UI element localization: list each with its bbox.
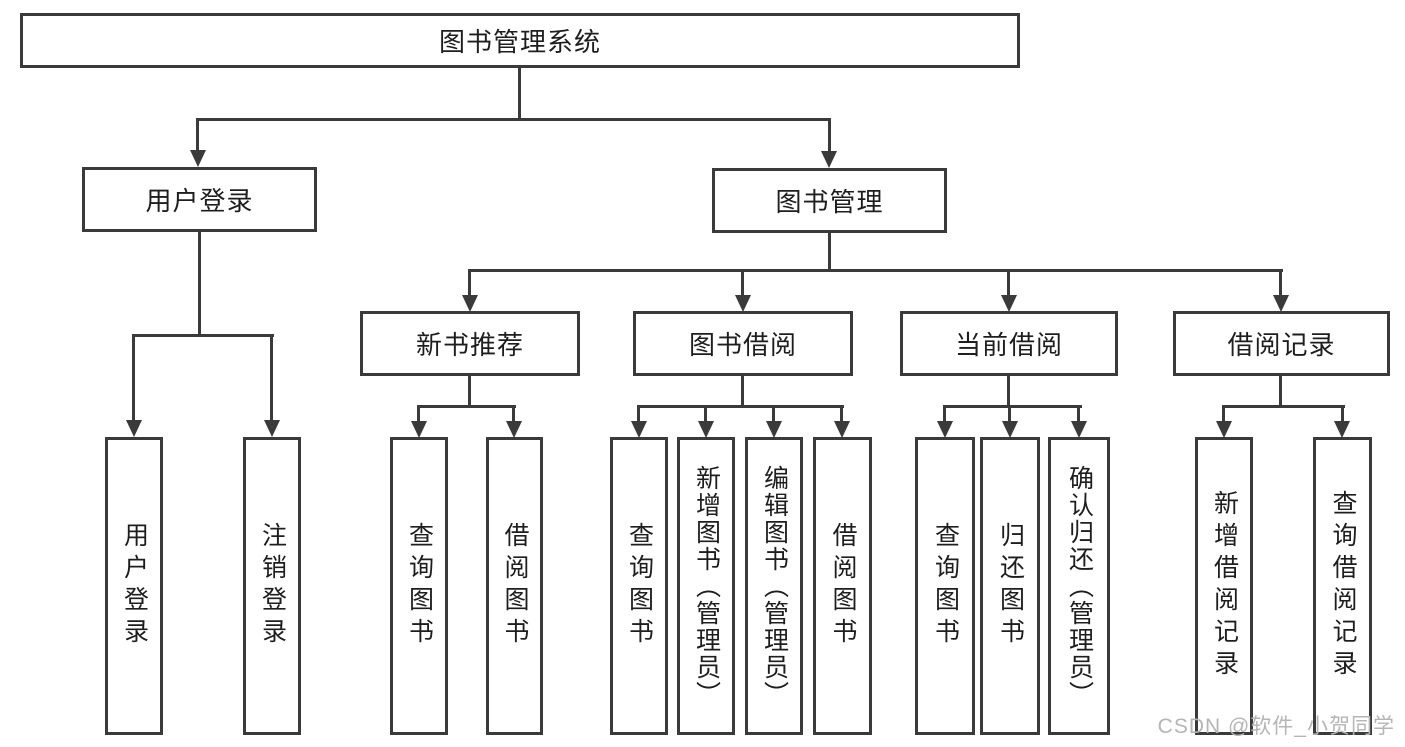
leaf-nb-borrow-book: 借阅图书 xyxy=(486,437,543,735)
node-new-book-recommend: 新书推荐 xyxy=(360,311,580,376)
connector-line xyxy=(1008,405,1011,423)
node-current-borrow: 当前借阅 xyxy=(900,311,1118,376)
leaf-label: 注销登录 xyxy=(258,522,287,650)
arrow-down-icon xyxy=(126,420,142,437)
watermark: CSDN @软件_小贺同学 xyxy=(1157,715,1395,738)
connector-line xyxy=(741,269,744,297)
connector-line xyxy=(132,334,135,422)
leaf-label: 借阅图书 xyxy=(829,522,857,650)
node-book-borrow: 图书借阅 xyxy=(633,311,853,376)
leaf-label: 查询图书 xyxy=(405,522,434,650)
connector-line xyxy=(270,334,273,422)
arrow-down-icon xyxy=(821,151,837,168)
connector-line xyxy=(1279,269,1282,297)
arrow-down-icon xyxy=(735,295,751,312)
connector-line xyxy=(1007,269,1010,297)
connector-line xyxy=(196,118,199,153)
arrow-down-icon xyxy=(1071,421,1087,438)
connector-line xyxy=(417,405,420,423)
arrow-down-icon xyxy=(631,421,647,438)
connector-line xyxy=(772,405,775,423)
arrow-down-icon xyxy=(506,421,522,438)
leaf-cb-return-book: 归还图书 xyxy=(980,437,1040,735)
connector-line xyxy=(1077,405,1080,423)
node-label: 借阅记录 xyxy=(1227,330,1336,360)
arrow-down-icon xyxy=(411,421,427,438)
leaf-label: 查询借阅记录 xyxy=(1329,490,1357,682)
leaf-bb-edit-book: 编辑图书（管理员） xyxy=(745,437,803,735)
connector-line xyxy=(1279,376,1282,407)
arrow-down-icon xyxy=(1001,295,1017,312)
leaf-label: 借阅图书 xyxy=(501,522,529,650)
leaf-label: 新增借阅记录 xyxy=(1210,490,1239,682)
node-borrow-records: 借阅记录 xyxy=(1173,311,1390,376)
arrow-down-icon xyxy=(1002,421,1018,438)
leaf-nb-query-book: 查询图书 xyxy=(390,437,448,735)
leaf-logout: 注销登录 xyxy=(243,437,301,735)
arrow-down-icon xyxy=(1216,421,1232,438)
node-user-login: 用户登录 xyxy=(82,167,317,232)
arrow-down-icon xyxy=(698,421,714,438)
connector-line xyxy=(828,118,831,154)
connector-line xyxy=(840,405,843,423)
leaf-label: 用户登录 xyxy=(120,522,149,650)
arrow-down-icon xyxy=(190,150,206,167)
leaf-label: 新增图书（管理员） xyxy=(692,464,721,708)
leaf-bb-borrow-book: 借阅图书 xyxy=(813,437,872,735)
leaf-label: 查询图书 xyxy=(931,522,960,650)
leaf-cb-query-book: 查询图书 xyxy=(915,437,975,735)
leaf-label: 编辑图书（管理员） xyxy=(760,464,789,708)
connector-line xyxy=(1222,405,1345,408)
connector-line xyxy=(704,405,707,423)
node-label: 用户登录 xyxy=(145,186,254,216)
connector-line xyxy=(943,405,946,423)
connector-line xyxy=(637,405,640,423)
leaf-br-query-record: 查询借阅记录 xyxy=(1313,437,1372,735)
arrow-down-icon xyxy=(834,421,850,438)
arrow-down-icon xyxy=(766,421,782,438)
arrow-down-icon xyxy=(462,295,478,312)
leaf-br-add-record: 新增借阅记录 xyxy=(1195,437,1253,735)
connector-line xyxy=(1222,405,1225,423)
node-label: 图书借阅 xyxy=(688,330,797,360)
connector-line xyxy=(518,68,521,121)
connector-line xyxy=(512,405,515,423)
node-label: 图书管理系统 xyxy=(438,27,601,57)
node-label: 当前借阅 xyxy=(954,330,1063,360)
node-root: 图书管理系统 xyxy=(20,13,1020,68)
connector-line xyxy=(943,405,1082,408)
connector-line xyxy=(741,376,744,407)
node-label: 新书推荐 xyxy=(415,330,524,360)
connector-line xyxy=(132,334,274,337)
connector-line xyxy=(468,376,471,407)
connector-line xyxy=(637,405,844,408)
connector-line xyxy=(828,233,831,271)
connector-line xyxy=(1007,376,1010,407)
arrow-down-icon xyxy=(1273,295,1289,312)
leaf-user-login: 用户登录 xyxy=(105,437,163,735)
node-label: 图书管理 xyxy=(775,187,884,217)
arrow-down-icon xyxy=(937,421,953,438)
connector-line xyxy=(468,269,1283,272)
leaf-cb-confirm-return: 确认归还（管理员） xyxy=(1048,437,1110,735)
node-book-management: 图书管理 xyxy=(712,168,947,233)
leaf-label: 查询图书 xyxy=(625,522,654,650)
leaf-label: 确认归还（管理员） xyxy=(1065,464,1094,708)
connector-line xyxy=(417,405,516,408)
arrow-down-icon xyxy=(1334,421,1350,438)
connector-line xyxy=(198,232,201,336)
connector-line xyxy=(196,118,831,121)
leaf-bb-add-book: 新增图书（管理员） xyxy=(677,437,735,735)
leaf-label: 归还图书 xyxy=(996,522,1025,650)
connector-line xyxy=(1341,405,1344,423)
arrow-down-icon xyxy=(264,420,280,437)
connector-line xyxy=(468,269,471,297)
leaf-bb-query-book: 查询图书 xyxy=(610,437,668,735)
